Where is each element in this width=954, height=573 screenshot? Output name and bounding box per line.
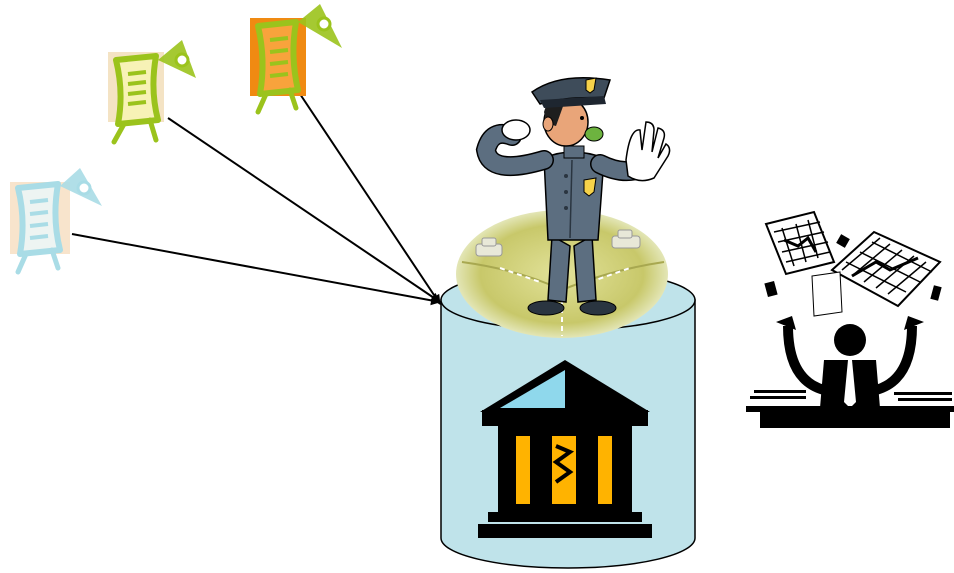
- document-green: [108, 40, 196, 142]
- document-orange: [250, 4, 342, 112]
- chart-sheet-icon: [766, 212, 834, 274]
- traffic-scene: [456, 78, 670, 338]
- arrow-green-to-database: [168, 118, 440, 302]
- police-hat-icon: [532, 78, 610, 108]
- office-worker: [746, 212, 954, 428]
- document-with-pen-icon: [108, 40, 196, 142]
- whistle-icon: [585, 127, 603, 141]
- document-with-pen-icon: [250, 4, 342, 112]
- arrow-orange-to-database: [300, 94, 440, 304]
- arrow-blue-to-database: [72, 234, 440, 302]
- glove-icon: [502, 120, 530, 140]
- document-with-pen-icon: [10, 168, 102, 272]
- document-blue: [10, 168, 102, 272]
- stop-hand-icon: [626, 122, 670, 181]
- juggling-papers-icon: [746, 212, 954, 428]
- chart-sheet-icon: [832, 232, 940, 306]
